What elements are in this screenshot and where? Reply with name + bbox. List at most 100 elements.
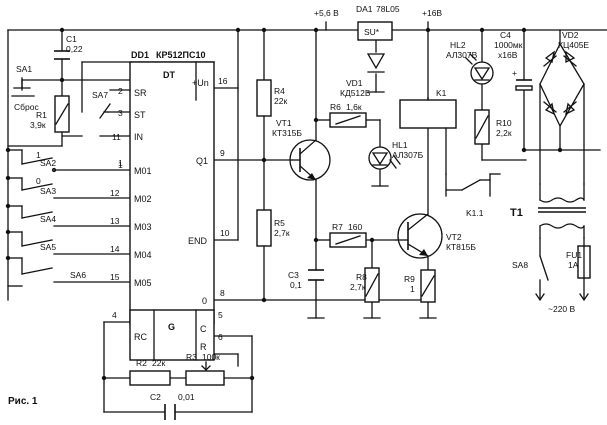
sa7-ref: SA7 [92, 90, 108, 100]
pin-in-num: 11 [112, 132, 121, 142]
r2-label-value: 22к [152, 358, 165, 368]
sa2-state-on: 1 [36, 150, 41, 160]
r4-value: 22к [274, 96, 287, 106]
pin-m02-num: 12 [110, 188, 120, 198]
c3-value: 0,1 [290, 280, 302, 290]
r2-label-ref: R2 [136, 358, 147, 368]
resistor-r6: R6 1,6к [329, 102, 367, 128]
r4-ref: R4 [274, 86, 285, 96]
vd1-ref: VD1 [346, 78, 363, 88]
sa5-ref: SA5 [40, 242, 56, 252]
r6-value: 1,6к [346, 102, 362, 112]
r10-value: 2,2к [496, 128, 512, 138]
pin-16-num: 16 [218, 76, 228, 86]
figure-caption: Рис. 1 [8, 396, 38, 407]
transformer-t1: T1 [510, 197, 586, 229]
pin-8-num: 8 [220, 288, 225, 298]
diode-vd1: VD1 КД512Б [340, 53, 386, 98]
pin-sr-num: 2 [118, 86, 123, 96]
c1-value: 0,22 [66, 44, 83, 54]
mains-input: ~220 В [535, 293, 589, 314]
diode-bridge-vd2: VD2 КЦ405Е [539, 30, 589, 128]
r8-ref: R8 [356, 272, 367, 282]
chip-type: КР512ПС10 [156, 50, 206, 60]
r6-ref: R6 [330, 102, 341, 112]
fu1-value: 1А [568, 260, 579, 270]
pin-m03-name: M03 [134, 222, 152, 232]
led-hl1: HL1 АЛ307Б [368, 140, 424, 187]
pin-st-num: 3 [118, 108, 123, 118]
k1-ref: K1 [436, 88, 447, 98]
pin-m02-name: M02 [134, 194, 152, 204]
pin-m03-num: 13 [110, 216, 120, 226]
sa4-ref: SA4 [40, 214, 56, 224]
chip-ref: DD1 [131, 50, 149, 60]
resistor-r7: R7 160 [329, 222, 367, 248]
vd2-ref: VD2 [562, 30, 579, 40]
osc-pin-4: 4 [112, 310, 117, 320]
relay-contact-k11: K1.1 [445, 179, 491, 218]
r7-ref: R7 [332, 222, 343, 232]
capacitor-c4: + C4 1000мк x16В [494, 30, 533, 91]
c3-ref: C3 [288, 270, 299, 280]
vt1-ref: VT1 [276, 118, 292, 128]
sa3-ref: SA3 [40, 186, 56, 196]
c1-ref: C1 [66, 34, 77, 44]
vd1-value: КД512Б [340, 88, 371, 98]
osc-rc-network: R2 22к R3 100к C2 0,01 [129, 352, 225, 420]
c2-value: 0,01 [178, 392, 195, 402]
da1-body-label: SU* [364, 27, 380, 37]
r5-value: 2,7к [274, 228, 290, 238]
hl2-ref: HL2 [450, 40, 466, 50]
resistor-r10: R10 2,2к [474, 109, 512, 145]
osc-r-label: R [200, 342, 207, 352]
capacitor-c1: C1 0,22 [54, 34, 83, 60]
r5-ref: R5 [274, 218, 285, 228]
t1-ref: T1 [510, 207, 523, 219]
pin-9-num: 9 [220, 148, 225, 158]
pin-m01-num: 1 [118, 160, 123, 170]
vt2-ref: VT2 [446, 232, 462, 242]
wires [7, 21, 607, 413]
pin-0-name: 0 [202, 296, 207, 306]
r1-ref: R1 [36, 110, 47, 120]
pin-m04-name: M04 [134, 250, 152, 260]
r9-value: 1 [410, 284, 415, 294]
k11-ref: K1.1 [466, 208, 484, 218]
transistor-vt1: VT1 КТ315Б [272, 118, 331, 181]
osc-g-label: G [168, 322, 175, 332]
chip-inner-label: DT [163, 70, 175, 80]
r8-value: 2,7к [350, 282, 366, 292]
rail-56v-label: +5,6 В [314, 8, 339, 18]
hl1-ref: HL1 [392, 140, 408, 150]
osc-c-label: C [200, 324, 207, 334]
pin-end-name: END [188, 236, 208, 246]
c4-ref: C4 [500, 30, 511, 40]
pin-m05-num: 15 [110, 272, 120, 282]
transistor-vt2: VT2 КТ815Б [395, 213, 476, 259]
chip-power-label: +Un [192, 78, 209, 88]
mains-label: ~220 В [548, 304, 576, 314]
capacitor-c3: C3 0,1 [288, 269, 324, 290]
rail-16v-label: +16В [422, 8, 442, 18]
sa1-ref: SA1 [16, 64, 32, 74]
resistor-r1: R1 3,9к [30, 95, 70, 133]
pin-m04-num: 14 [110, 244, 120, 254]
r9-ref: R9 [404, 274, 415, 284]
vt2-value: КТ815Б [446, 242, 476, 252]
relay-k1: K1 [399, 88, 457, 175]
r3-value: 100к [202, 352, 220, 362]
c4-voltage: x16В [498, 50, 518, 60]
switch-sa1: SA1 Сброс [11, 64, 39, 112]
pin-m05-name: M05 [134, 278, 152, 288]
switch-sa8: SA8 [512, 255, 549, 281]
sa6-ref: SA6 [70, 270, 86, 280]
junction-dots [5, 27, 563, 381]
hl2-value: АЛ307В [446, 50, 478, 60]
r3-ref: R3 [186, 352, 197, 362]
fuse-fu1: FU1 1А [566, 245, 591, 279]
c4-polarity: + [512, 68, 517, 78]
da1-value: 78L05 [376, 4, 400, 14]
pin-10-num: 10 [220, 228, 230, 238]
da1-ref: DA1 [356, 4, 373, 14]
